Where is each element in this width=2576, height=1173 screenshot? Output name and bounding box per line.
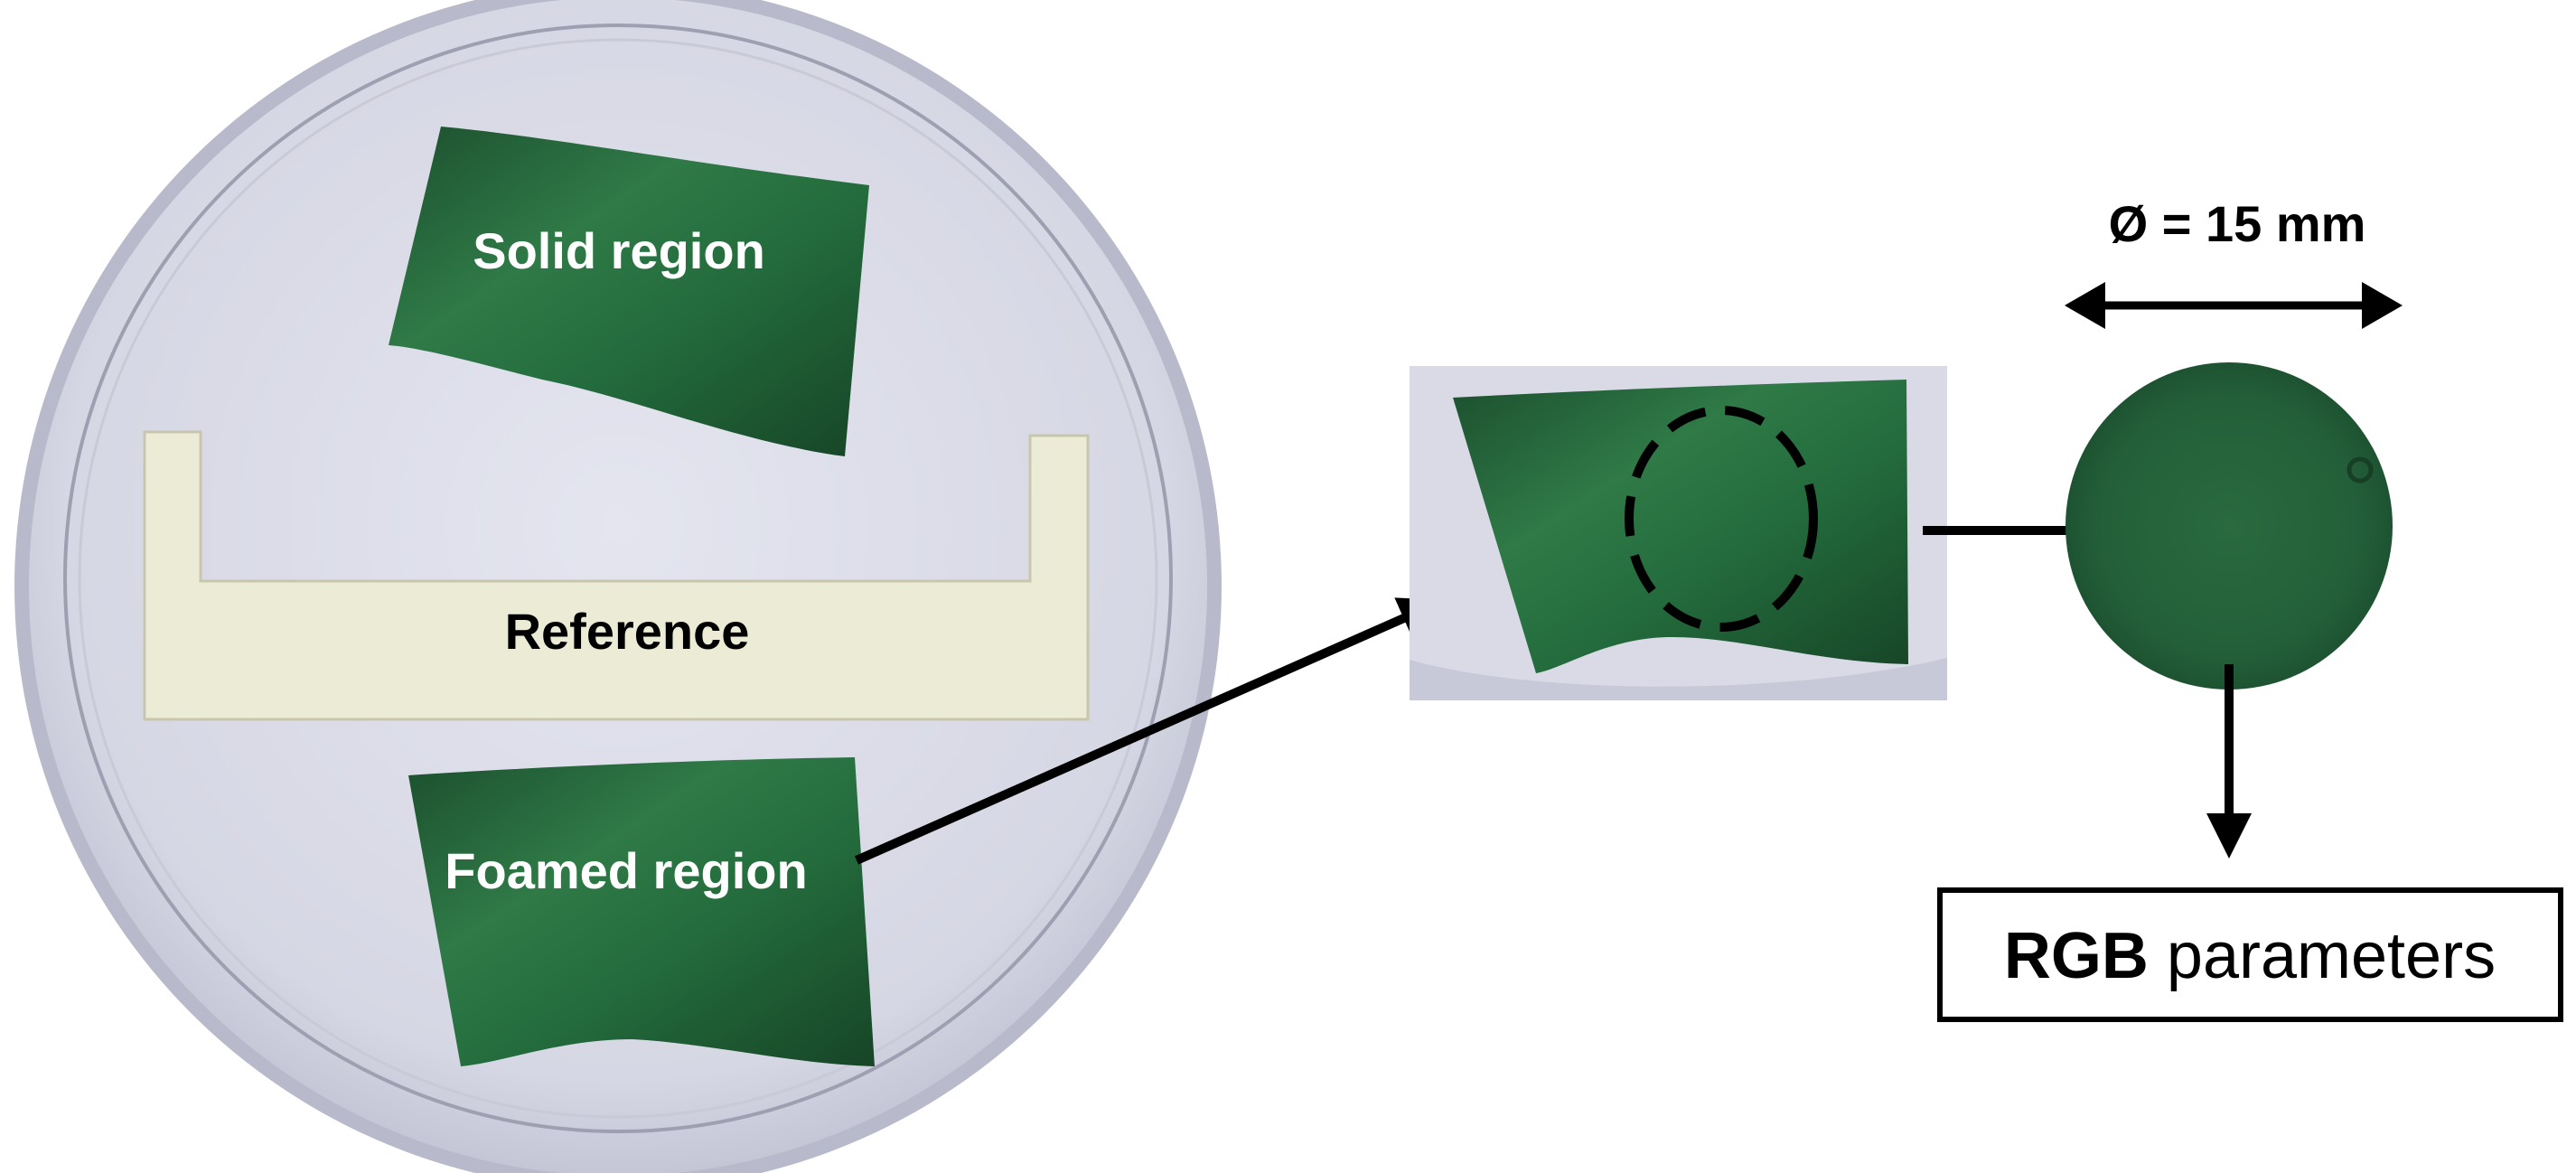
rgb-parameters-box [1937, 887, 2563, 1022]
crop-dish-edge [1410, 658, 1947, 700]
solid-region-sample [389, 127, 869, 456]
petri-dish-inner-ring-2 [78, 38, 1158, 1119]
roi-bubble [2347, 456, 2374, 483]
solid-region-label: Solid region [473, 222, 765, 279]
rgb-rest-text: parameters [2149, 920, 2496, 992]
foamed-region-sample [408, 757, 875, 1066]
rgb-bold-text: RGB [2004, 920, 2149, 992]
roi-circle [2065, 362, 2393, 690]
double-headed-arrow-icon [2065, 282, 2403, 329]
arrow-to-crop [854, 597, 1446, 865]
petri-dish-inner-ring [63, 23, 1173, 1133]
cropped-sample-photo [1410, 366, 1947, 700]
diameter-label: Ø = 15 mm [2109, 195, 2366, 252]
reference-label: Reference [505, 603, 750, 660]
petri-dish-photo: Solid region Reference Foamed region [14, 0, 1222, 1173]
foamed-region-label: Foamed region [445, 842, 807, 899]
reference-strip [143, 430, 1090, 721]
rgb-parameters-label: RGB parameters [2004, 920, 2496, 992]
dashed-circle-selection [1625, 406, 1818, 632]
